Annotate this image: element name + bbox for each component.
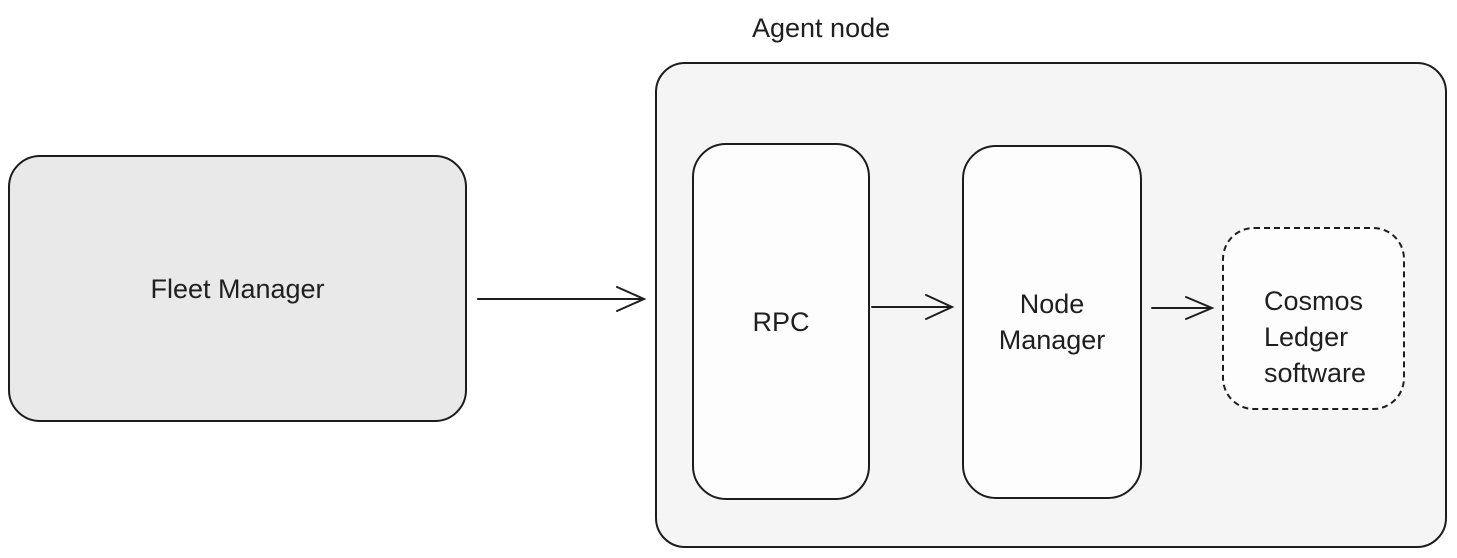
cosmos-ledger-label: Cosmos Ledger software [1264,286,1367,388]
node-manager-node: Node Manager [962,145,1142,499]
agent-node-title: Agent node [752,13,891,43]
cosmos-ledger-node: Cosmos Ledger software [1222,227,1405,410]
rpc-label: RPC [752,306,810,337]
fleet-manager-label: Fleet Manager [150,273,325,304]
fleet-manager-node: Fleet Manager [8,155,467,422]
arrow-fleet-manager-to-agent-node [477,286,647,312]
node-manager-label: Node Manager [998,289,1106,355]
rpc-node: RPC [692,143,870,500]
